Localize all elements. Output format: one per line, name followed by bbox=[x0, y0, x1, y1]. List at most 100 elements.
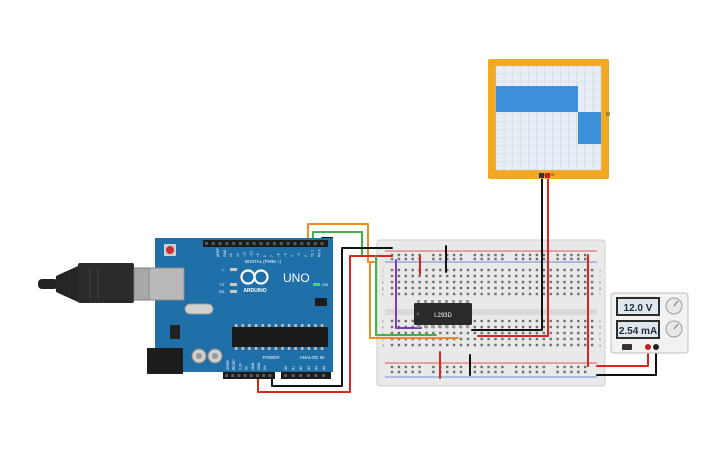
breadboard-hole[interactable] bbox=[556, 280, 559, 284]
power-pin-hole[interactable] bbox=[237, 374, 241, 377]
breadboard-hole[interactable] bbox=[515, 337, 518, 341]
breadboard-rail-hole[interactable] bbox=[452, 253, 456, 257]
breadboard-rail-hole[interactable] bbox=[556, 257, 559, 261]
breadboard-rail-hole[interactable] bbox=[563, 253, 566, 257]
breadboard-hole[interactable] bbox=[590, 286, 594, 290]
analog-pin-hole[interactable] bbox=[306, 374, 310, 377]
breadboard-rail-hole[interactable] bbox=[542, 365, 545, 369]
breadboard-hole[interactable] bbox=[515, 343, 518, 347]
breadboard-rail-hole[interactable] bbox=[515, 257, 518, 261]
breadboard-hole[interactable] bbox=[556, 343, 559, 347]
breadboard-hole[interactable] bbox=[397, 319, 401, 323]
breadboard-hole[interactable] bbox=[590, 331, 594, 335]
breadboard-rail-hole[interactable] bbox=[473, 257, 476, 261]
breadboard-hole[interactable] bbox=[411, 319, 414, 323]
breadboard-hole[interactable] bbox=[446, 268, 449, 272]
breadboard-hole[interactable] bbox=[452, 286, 456, 290]
breadboard-hole[interactable] bbox=[528, 319, 532, 323]
breadboard-rail-hole[interactable] bbox=[404, 257, 407, 261]
motor-terminal-negative[interactable] bbox=[539, 173, 544, 178]
breadboard-hole[interactable] bbox=[494, 343, 497, 347]
breadboard-rail-hole[interactable] bbox=[439, 253, 442, 257]
breadboard-rail-hole[interactable] bbox=[556, 365, 559, 369]
breadboard-rail-hole[interactable] bbox=[397, 365, 401, 369]
breadboard-rail-hole[interactable] bbox=[446, 253, 449, 257]
breadboard-hole[interactable] bbox=[494, 286, 497, 290]
breadboard-hole[interactable] bbox=[473, 331, 476, 335]
breadboard-hole[interactable] bbox=[535, 343, 539, 347]
breadboard-rail-hole[interactable] bbox=[515, 365, 518, 369]
power-pin-hole[interactable] bbox=[231, 374, 235, 377]
breadboard-hole[interactable] bbox=[556, 292, 559, 296]
breadboard-hole[interactable] bbox=[570, 325, 573, 329]
breadboard-hole[interactable] bbox=[508, 292, 511, 296]
analog-pin-hole[interactable] bbox=[284, 374, 287, 377]
breadboard-hole[interactable] bbox=[404, 331, 407, 335]
breadboard-rail-hole[interactable] bbox=[515, 253, 518, 257]
breadboard-hole[interactable] bbox=[432, 268, 435, 272]
breadboard-rail-hole[interactable] bbox=[390, 370, 394, 374]
ic-body[interactable] bbox=[414, 303, 472, 325]
breadboard-rail-hole[interactable] bbox=[584, 365, 587, 369]
breadboard-rail-hole[interactable] bbox=[446, 370, 449, 374]
digital-pin-hole[interactable] bbox=[279, 242, 283, 245]
breadboard-rail-hole[interactable] bbox=[494, 257, 497, 261]
breadboard-hole[interactable] bbox=[508, 319, 511, 323]
breadboard-rail-hole[interactable] bbox=[487, 257, 490, 261]
breadboard-rail-hole[interactable] bbox=[418, 253, 421, 257]
breadboard-hole[interactable] bbox=[494, 274, 497, 278]
breadboard-hole[interactable] bbox=[494, 325, 497, 329]
breadboard-rail-hole[interactable] bbox=[480, 370, 483, 374]
breadboard-hole[interactable] bbox=[466, 280, 470, 284]
breadboard-hole[interactable] bbox=[480, 268, 483, 272]
digital-pin-hole[interactable] bbox=[218, 242, 222, 245]
power-pin-hole[interactable] bbox=[225, 374, 228, 377]
breadboard-rail-hole[interactable] bbox=[494, 365, 497, 369]
breadboard-hole[interactable] bbox=[466, 331, 470, 335]
breadboard-hole[interactable] bbox=[521, 331, 525, 335]
breadboard-hole[interactable] bbox=[404, 343, 407, 347]
breadboard-rail-hole[interactable] bbox=[542, 257, 545, 261]
breadboard-rail-hole[interactable] bbox=[521, 370, 525, 374]
analog-pin-hole[interactable] bbox=[322, 374, 325, 377]
breadboard-rail-hole[interactable] bbox=[473, 370, 476, 374]
breadboard-hole[interactable] bbox=[577, 337, 580, 341]
breadboard-hole[interactable] bbox=[494, 280, 497, 284]
breadboard-hole[interactable] bbox=[563, 280, 566, 284]
breadboard-hole[interactable] bbox=[390, 343, 394, 347]
breadboard-rail-hole[interactable] bbox=[542, 253, 545, 257]
breadboard-hole[interactable] bbox=[570, 274, 573, 278]
digital-pin-hole[interactable] bbox=[293, 242, 297, 245]
breadboard-hole[interactable] bbox=[528, 280, 532, 284]
breadboard-hole[interactable] bbox=[563, 337, 566, 341]
power-pin-hole[interactable] bbox=[262, 374, 266, 377]
breadboard-hole[interactable] bbox=[397, 268, 401, 272]
breadboard-hole[interactable] bbox=[494, 319, 497, 323]
breadboard-hole[interactable] bbox=[404, 286, 407, 290]
breadboard-rail-hole[interactable] bbox=[411, 365, 414, 369]
breadboard-hole[interactable] bbox=[404, 319, 407, 323]
breadboard-hole[interactable] bbox=[425, 286, 428, 290]
breadboard-hole[interactable] bbox=[570, 286, 573, 290]
breadboard-hole[interactable] bbox=[501, 286, 504, 290]
breadboard-rail-hole[interactable] bbox=[521, 253, 525, 257]
breadboard-hole[interactable] bbox=[549, 280, 552, 284]
breadboard-rail-hole[interactable] bbox=[390, 257, 394, 261]
breadboard-hole[interactable] bbox=[473, 280, 476, 284]
breadboard-hole[interactable] bbox=[452, 343, 456, 347]
breadboard-rail-hole[interactable] bbox=[473, 253, 476, 257]
breadboard-rail-hole[interactable] bbox=[487, 253, 490, 257]
wire-black-psu[interactable] bbox=[596, 345, 657, 376]
breadboard-hole[interactable] bbox=[487, 319, 490, 323]
breadboard-rail-hole[interactable] bbox=[418, 370, 421, 374]
breadboard-hole[interactable] bbox=[542, 292, 545, 296]
breadboard-hole[interactable] bbox=[584, 331, 587, 335]
breadboard-hole[interactable] bbox=[466, 268, 470, 272]
breadboard-rail-hole[interactable] bbox=[570, 365, 573, 369]
power-pin-hole[interactable] bbox=[256, 374, 259, 377]
breadboard-hole[interactable] bbox=[473, 343, 476, 347]
breadboard-rail-hole[interactable] bbox=[570, 257, 573, 261]
breadboard-hole[interactable] bbox=[397, 286, 401, 290]
breadboard-rail-hole[interactable] bbox=[480, 365, 483, 369]
